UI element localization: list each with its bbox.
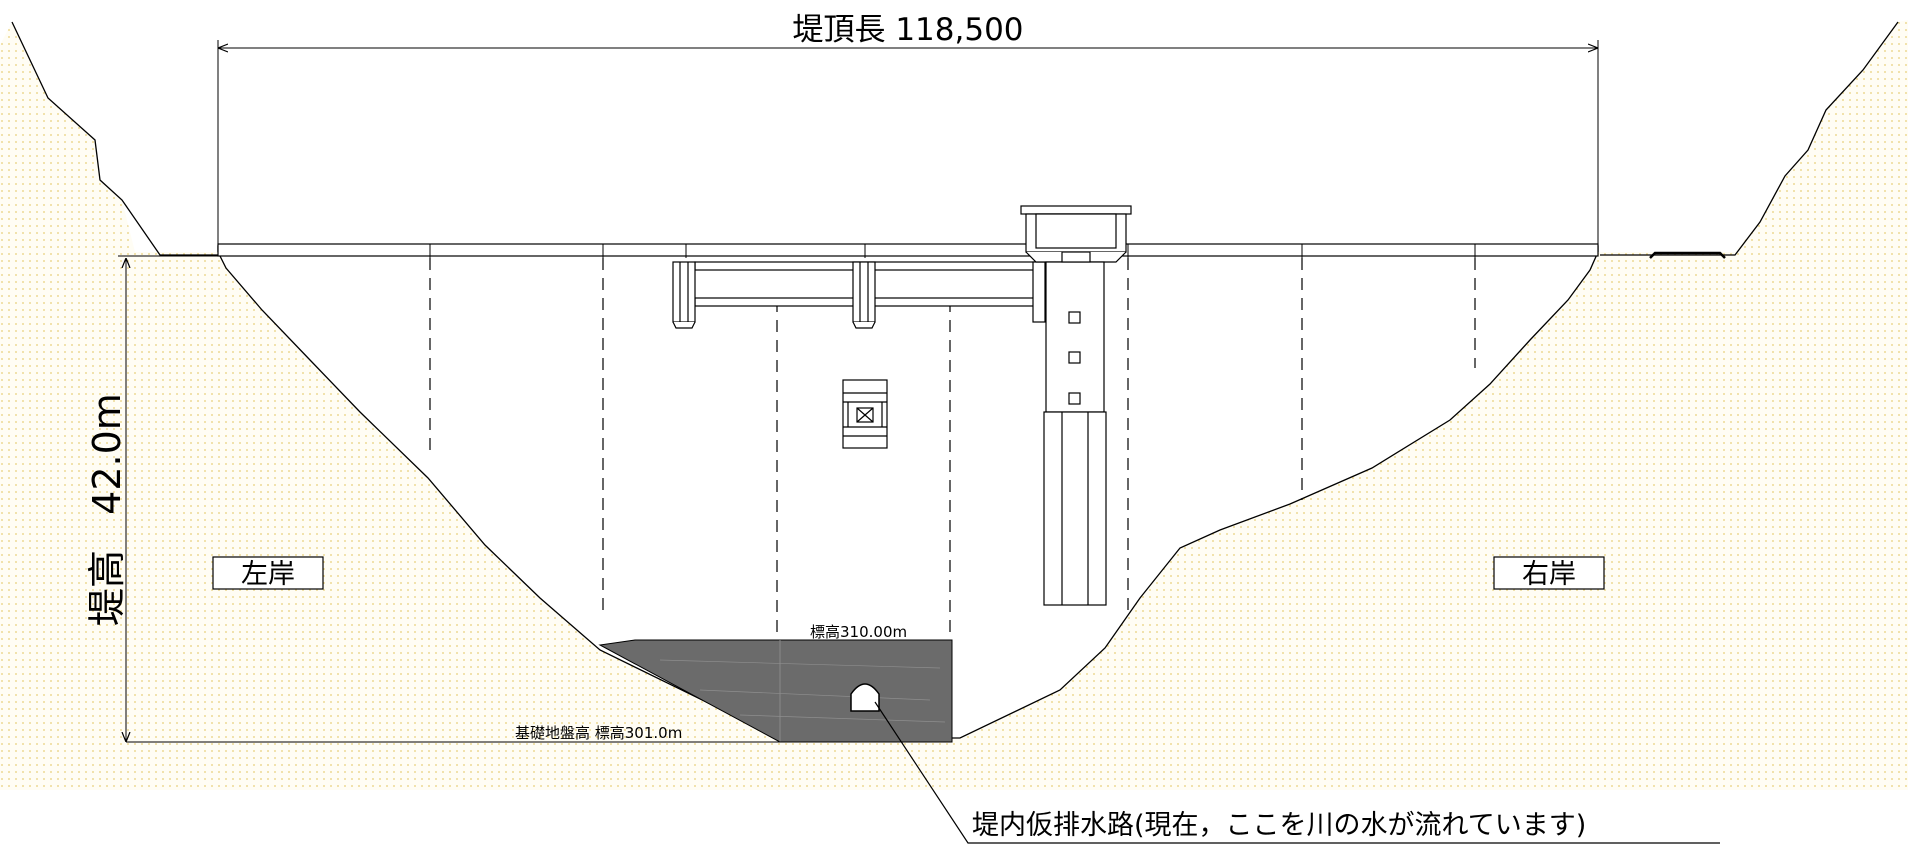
dam-height-label-group: 堤高 42.0m bbox=[85, 393, 129, 626]
contraction-joints bbox=[429, 258, 1476, 640]
crest-road bbox=[217, 243, 1599, 257]
central-outlet bbox=[842, 379, 888, 449]
diversion-tunnel bbox=[850, 683, 880, 712]
dam-height-dimension bbox=[118, 255, 218, 742]
dam-height-name: 堤高 bbox=[85, 550, 129, 626]
crest-length-dimension bbox=[217, 40, 1599, 244]
spillway-beam bbox=[672, 261, 1046, 329]
intake-tower bbox=[1020, 205, 1132, 606]
foundation-texture bbox=[659, 659, 946, 723]
valley-ground bbox=[0, 20, 1908, 790]
valley-outline bbox=[11, 21, 220, 256]
elevation-top-label: 標高310.00m bbox=[810, 623, 907, 641]
diversion-leader bbox=[874, 701, 1720, 844]
valley-outline-right bbox=[1600, 21, 1899, 256]
right-bank-box bbox=[1493, 556, 1605, 590]
left-bank-label: 左岸 bbox=[241, 559, 295, 590]
foundation-label: 基礎地盤高 標高301.0m bbox=[515, 724, 682, 742]
left-bank-box bbox=[212, 556, 324, 590]
right-bank-feature bbox=[1649, 251, 1726, 259]
right-bank-label: 右岸 bbox=[1522, 559, 1576, 590]
dam-height-value: 42.0m bbox=[85, 393, 129, 515]
crest-length-label: 堤頂長 118,500 bbox=[792, 12, 1023, 48]
diversion-label: 堤内仮排水路(現在，ここを川の水が流れています) bbox=[972, 810, 1586, 841]
crest-joints bbox=[429, 244, 1476, 258]
dam-body bbox=[217, 245, 1599, 739]
